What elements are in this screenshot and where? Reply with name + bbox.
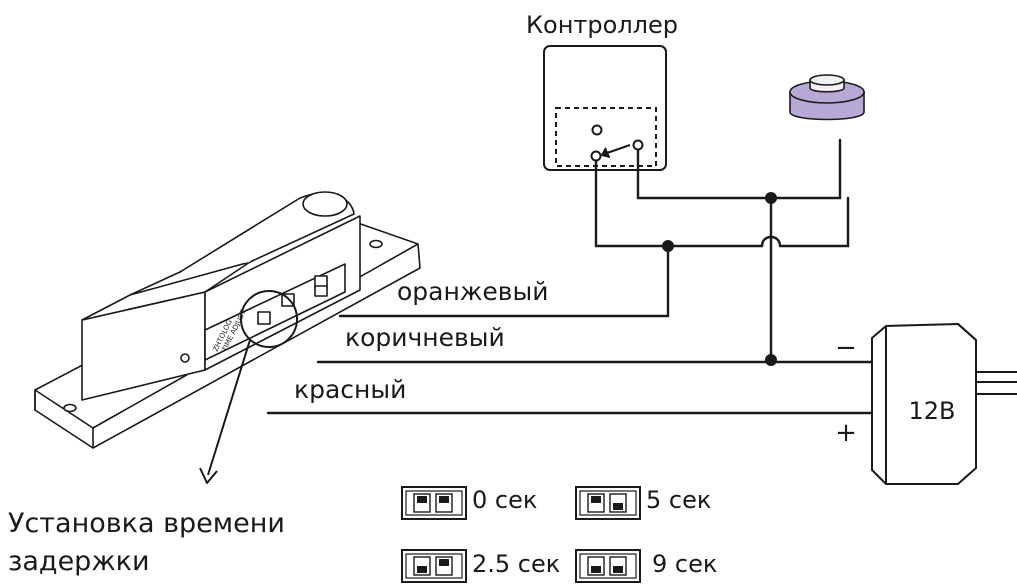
delay-caption-line2: задержки [8, 546, 150, 577]
junction-dot [662, 240, 674, 252]
junction-dot [765, 354, 777, 366]
controller-terminal-area [555, 107, 657, 167]
wire-label-orange: оранжевый [397, 277, 548, 306]
dip-switch-icon [401, 486, 467, 520]
wire-label-brown: коричневый [345, 323, 505, 352]
terminal-3 [632, 139, 644, 151]
junction-dot [765, 192, 777, 204]
wire-label-red: красный [294, 375, 406, 404]
power-supply-label: 12В [908, 397, 955, 425]
dip-switch-highlight [240, 290, 298, 348]
terminal-1 [591, 124, 603, 136]
dip-label-3: 9 сек [652, 550, 717, 578]
delay-setting-pointer [199, 290, 298, 484]
controller-label: Контроллер [526, 11, 678, 39]
exit-button [789, 74, 865, 121]
dip-label-1: 5 сек [646, 486, 711, 514]
delay-caption-line1: Установка времени [8, 508, 285, 539]
dip-switch-icon [575, 486, 641, 520]
dip-label-2: 2.5 сек [472, 550, 560, 578]
polarity-plus: + [835, 418, 857, 448]
dip-label-0: 0 сек [472, 486, 537, 514]
polarity-minus: − [835, 333, 857, 363]
wire-junctions [662, 192, 777, 366]
dip-switch-icon [401, 549, 467, 583]
power-supply [871, 323, 1017, 485]
controller [543, 45, 667, 171]
dip-switch-legend [401, 486, 641, 583]
dip-switch-icon [575, 549, 641, 583]
terminal-2 [590, 150, 602, 162]
wiring [266, 138, 874, 415]
